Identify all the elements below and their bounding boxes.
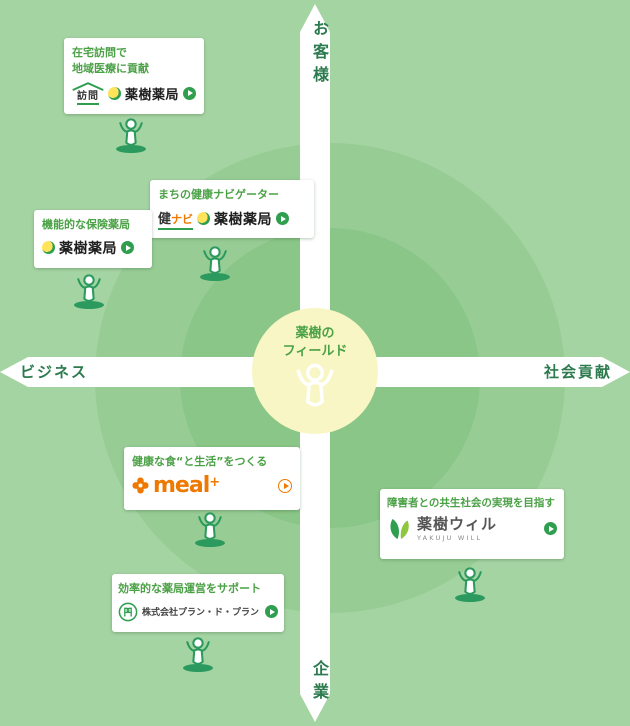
play-icon[interactable]	[278, 478, 292, 493]
axis-arrow-left	[0, 357, 28, 387]
yakuju-sphere-icon	[42, 241, 55, 255]
yakuju-logo: 薬樹薬局	[42, 238, 144, 258]
center-person-icon	[289, 363, 341, 407]
axis-label-social: 社会貢献	[543, 363, 612, 381]
meal-flower-icon	[132, 477, 149, 494]
houmon-prefix: 訪問	[77, 91, 99, 105]
person-marker-plan	[180, 637, 216, 672]
yakuju-sphere-icon	[108, 86, 121, 100]
person-icon	[198, 246, 232, 274]
kennavi-icon: 健 ナビ	[158, 208, 194, 230]
card-houmon-yakuju[interactable]: 在宅訪問で 地域医療に貢献 訪問 薬樹薬局	[64, 38, 204, 114]
play-icon[interactable]	[544, 522, 557, 536]
card-plan-de-plan[interactable]: 効率的な薬局運営をサポート 株式会社プラン・ド・プラン	[112, 574, 284, 632]
brand-name: 薬樹薬局	[59, 240, 117, 257]
yakuju-sphere-icon	[197, 212, 211, 226]
brand-name: 薬樹ウィル YAKUJU WILL	[417, 515, 498, 542]
axis-label-business: ビジネス	[20, 363, 89, 381]
brand-name: 薬樹薬局	[214, 211, 273, 228]
card-kennavi-yakuju[interactable]: まちの健康ナビゲーター 健 ナビ 薬樹薬局	[150, 180, 314, 238]
person-marker-will	[452, 567, 488, 602]
card-heading: まちの健康ナビゲーター	[158, 188, 279, 201]
person-shadow	[116, 145, 146, 153]
person-shadow	[195, 539, 225, 547]
will-logo: 薬樹ウィル YAKUJU WILL	[387, 516, 557, 542]
brand-name: meal+	[153, 472, 220, 498]
two-leaves-icon	[390, 518, 409, 539]
person-shadow	[74, 301, 104, 309]
play-icon[interactable]	[276, 212, 290, 226]
person-shadow	[183, 664, 213, 672]
card-heading: 効率的な薬局運営をサポート	[118, 582, 261, 595]
person-marker-hoken	[71, 274, 107, 309]
card-meal-plus[interactable]: 健康な食“と生活”をつくる meal+	[124, 447, 300, 510]
person-icon	[181, 637, 215, 665]
card-heading: 在宅訪問で 地域医療に貢献	[72, 46, 149, 75]
center-field-label: 薬樹の フィールド	[282, 326, 348, 359]
meal-logo: meal+	[132, 472, 292, 498]
card-heading: 機能的な保険薬局	[42, 218, 130, 231]
axis-label-companies: 企業	[310, 660, 329, 706]
play-icon[interactable]	[265, 605, 278, 619]
brand-name: 薬樹薬局	[125, 87, 180, 103]
center-field-circle: 薬樹の フィールド	[252, 308, 378, 434]
person-icon	[453, 567, 487, 595]
person-marker-meal	[192, 512, 228, 547]
house-icon: 訪問	[72, 82, 104, 105]
kennavi-logo: 健 ナビ 薬樹薬局	[158, 208, 306, 230]
axis-arrow-right	[602, 357, 630, 387]
card-hoken-yakuju[interactable]: 機能的な保険薬局 薬樹薬局	[34, 210, 152, 268]
person-shadow	[200, 273, 230, 281]
axis-arrow-up	[300, 4, 330, 32]
play-icon[interactable]	[121, 241, 134, 255]
houmon-logo: 訪問 薬樹薬局	[72, 82, 197, 105]
person-icon	[72, 274, 106, 302]
axis-arrow-down	[300, 694, 330, 722]
card-yakuju-will[interactable]: 障害者との共生社会の実現を目指す 薬樹ウィル YAKUJU WILL	[380, 489, 564, 559]
card-heading: 障害者との共生社会の実現を目指す	[387, 497, 555, 509]
person-shadow	[455, 594, 485, 602]
person-marker-kennavi	[197, 246, 233, 281]
person-marker-houmon	[113, 118, 149, 153]
person-icon	[193, 512, 227, 540]
brand-name: 株式会社プラン・ド・プラン	[142, 608, 260, 619]
plan-logo: 株式会社プラン・ド・プラン	[118, 602, 278, 622]
axis-label-customers: お客様	[310, 20, 329, 89]
person-icon	[114, 118, 148, 146]
card-heading: 健康な食“と生活”をつくる	[132, 455, 268, 468]
play-icon[interactable]	[183, 86, 197, 100]
plan-monogram-icon	[118, 602, 138, 622]
